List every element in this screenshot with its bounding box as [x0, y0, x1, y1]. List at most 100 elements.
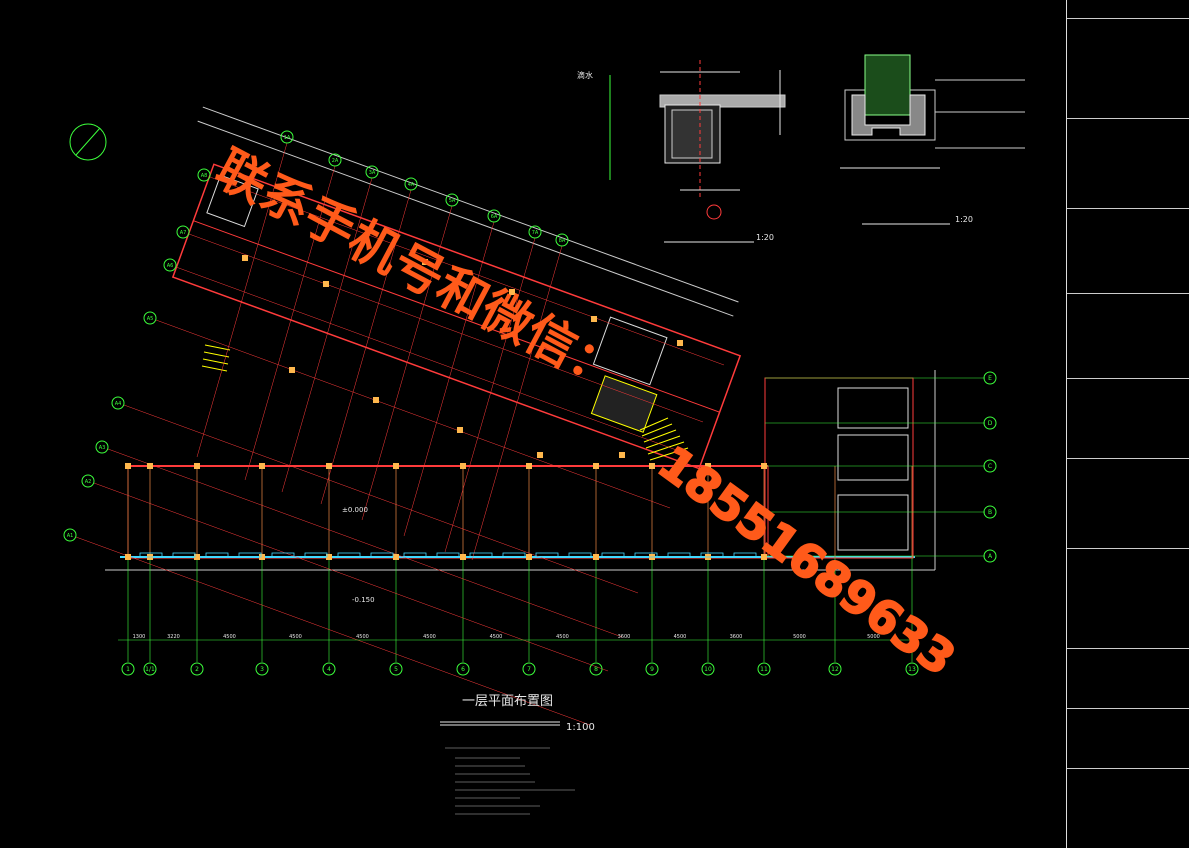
axis-bubble-B	[983, 505, 997, 519]
column	[649, 463, 655, 469]
window	[568, 552, 592, 558]
column	[289, 367, 295, 373]
elevation-top: ±0.000	[342, 506, 368, 514]
axis-bubble-A4	[111, 396, 125, 410]
rotated-grid-7A	[444, 237, 536, 553]
dimension-label: 3220	[167, 634, 180, 640]
axis-bubble-3A	[365, 165, 379, 179]
column	[460, 463, 466, 469]
axis-bubble-4A	[404, 177, 418, 191]
title-block-section-3	[1067, 293, 1189, 379]
axis-label-7A: 7A	[532, 230, 539, 236]
window	[535, 552, 559, 558]
title-block-drawing-number	[1067, 708, 1189, 769]
axis-bubble-D	[983, 416, 997, 430]
axis-bubble-E	[983, 371, 997, 385]
axis-bubble-A1	[63, 528, 77, 542]
axis-bubble-7	[522, 662, 536, 676]
column	[460, 554, 466, 560]
axis-label-E: E	[988, 375, 992, 382]
rotated-grid-3A	[281, 177, 373, 493]
window	[238, 552, 262, 558]
dimension-label: 4500	[223, 634, 236, 640]
column	[393, 554, 399, 560]
north-arrow	[69, 123, 107, 161]
axis-label-2A: 2A	[332, 158, 339, 164]
window	[733, 552, 757, 558]
axis-label-A1: A1	[67, 533, 74, 539]
axis-bubble-4	[322, 662, 336, 676]
axis-label-A7: A7	[180, 230, 187, 236]
axis-bubble-2A	[328, 153, 342, 167]
rotated-grid-A8	[209, 176, 725, 366]
dimension-label: 4500	[289, 634, 302, 640]
grid-lines	[75, 142, 985, 726]
axis-label-3: 3	[260, 666, 264, 673]
waterproof-label: 滴水	[577, 70, 593, 80]
window	[601, 552, 625, 558]
rotated-grid-2A	[244, 165, 336, 481]
detail-left-scale: 1:20	[756, 233, 774, 242]
axis-bubble-1A	[280, 130, 294, 144]
axis-label-8: 8	[594, 666, 598, 673]
axis-bubble-A	[983, 549, 997, 563]
window	[403, 552, 427, 558]
axis-label-A5: A5	[147, 316, 154, 322]
axis-bubble-A7	[176, 225, 190, 239]
title-block-section-1	[1067, 118, 1189, 209]
axis-label-A: A	[988, 553, 993, 560]
window	[139, 552, 163, 558]
sill-detail	[840, 54, 1025, 169]
column	[147, 463, 153, 469]
axis-bubble-11	[757, 662, 771, 676]
rotated-grid-6A	[403, 221, 495, 537]
axis-bubble-8	[589, 662, 603, 676]
window	[370, 552, 394, 558]
axis-bubble-13	[905, 662, 919, 676]
dimension-label: 4500	[674, 634, 687, 640]
rotated-grid-A1	[75, 536, 591, 726]
window	[502, 552, 526, 558]
axis-bubble-8A	[555, 233, 569, 247]
plan-scale: 1:100	[566, 722, 595, 733]
axis-bubble-9	[645, 662, 659, 676]
axis-label-5: 5	[394, 666, 398, 673]
axis-label-D: D	[988, 420, 993, 427]
column	[393, 463, 399, 469]
column	[761, 554, 767, 560]
column	[619, 452, 625, 458]
axis-label-C: C	[988, 463, 992, 470]
axis-label-6A: 6A	[491, 214, 498, 220]
axis-bubble-A2	[81, 474, 95, 488]
column	[526, 554, 532, 560]
dimension-label: 1300	[133, 634, 146, 640]
title-block-section-2	[1067, 208, 1189, 294]
axis-label-3A: 3A	[369, 170, 376, 176]
axis-label-9: 9	[650, 666, 654, 673]
window	[337, 552, 361, 558]
axis-label-4: 4	[327, 666, 331, 673]
axis-bubble-1	[121, 662, 135, 676]
column	[422, 259, 428, 265]
axis-label-1/1: 1/1	[145, 666, 155, 673]
watermark-contact: 联系手机号和微信：	[206, 139, 631, 401]
window	[469, 552, 493, 558]
notes-block	[445, 747, 575, 815]
dimension-label: 3600	[730, 634, 743, 640]
window	[634, 552, 658, 558]
column	[509, 289, 515, 295]
column	[259, 463, 265, 469]
title-block-project-info	[1067, 548, 1189, 649]
column	[194, 463, 200, 469]
axis-bubble-3	[255, 662, 269, 676]
dimension-label: 4500	[490, 634, 503, 640]
axis-bubble-5	[389, 662, 403, 676]
axis-bubble-6	[456, 662, 470, 676]
columns	[125, 255, 767, 560]
window	[700, 552, 724, 558]
column	[242, 255, 248, 261]
column	[457, 427, 463, 433]
